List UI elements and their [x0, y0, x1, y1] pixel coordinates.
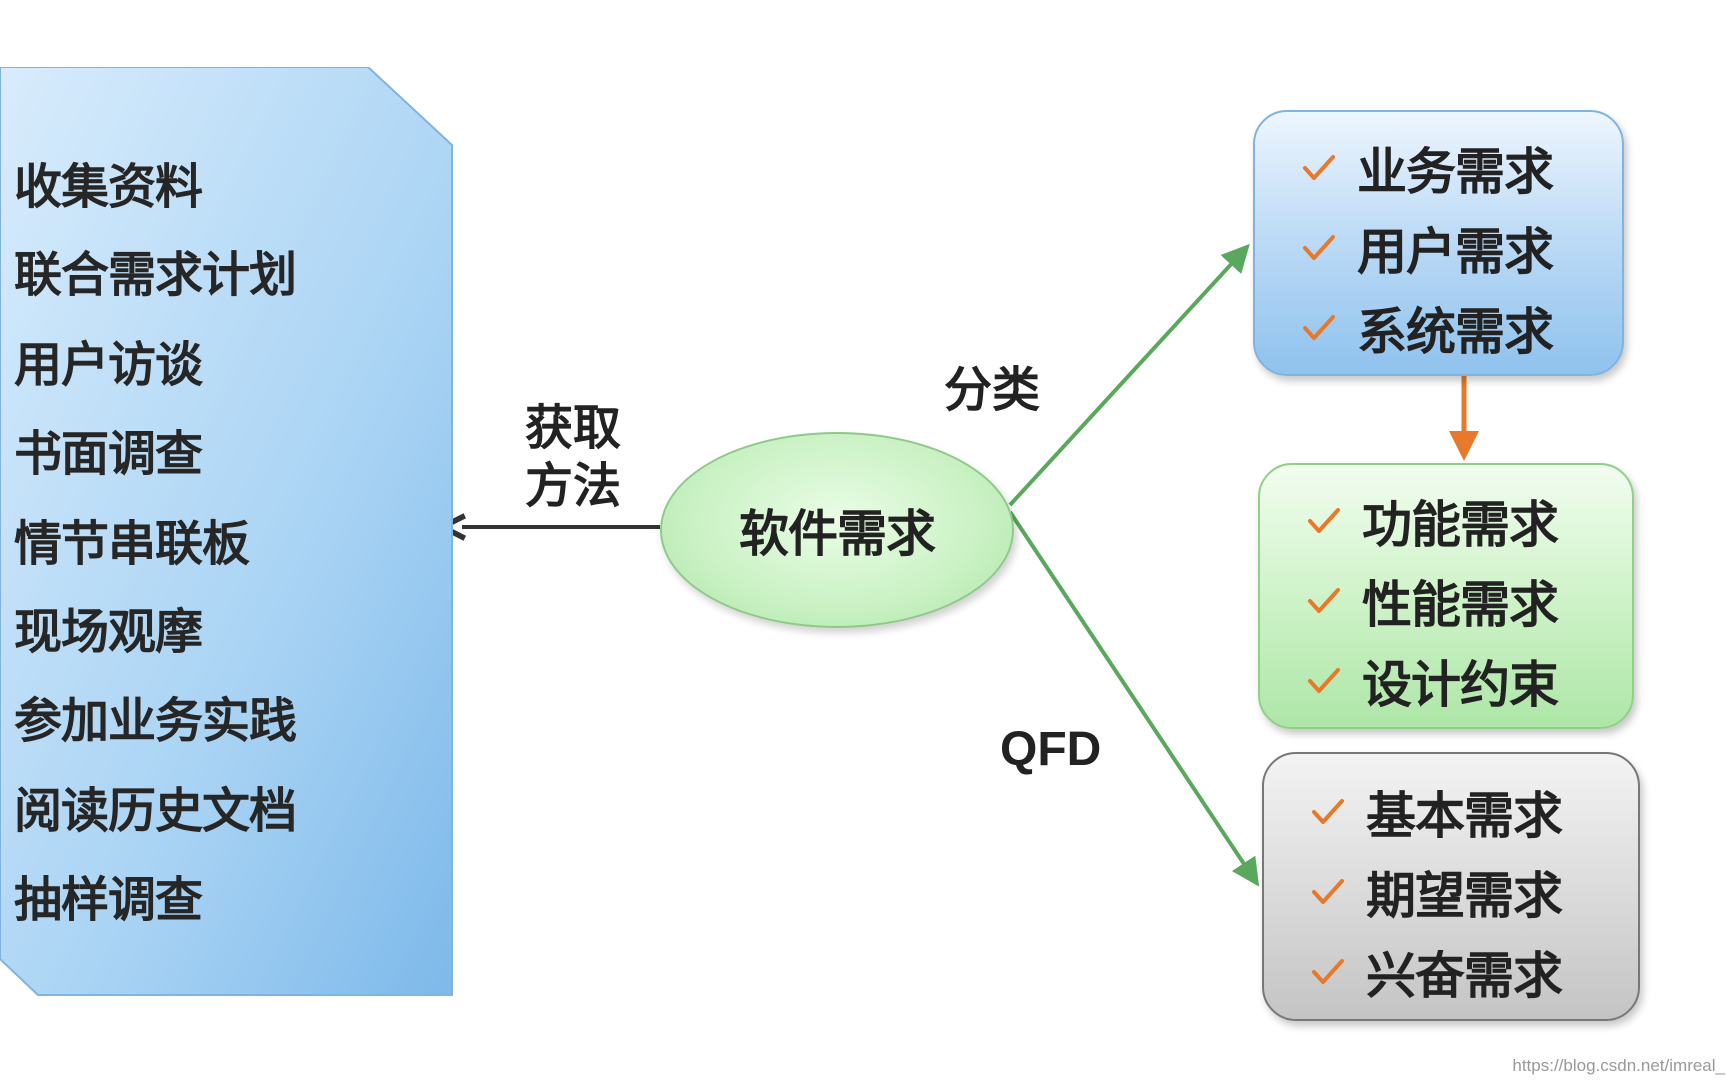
acquire-label-line1: 获取	[525, 400, 622, 456]
requirement-item: 性能需求	[1304, 565, 1559, 637]
check-icon	[1303, 315, 1335, 340]
requirement-label: 兴奋需求	[1366, 947, 1563, 1005]
check-icon	[1308, 588, 1340, 613]
requirement-label: 功能需求	[1362, 496, 1559, 554]
method-item: 情节串联板	[14, 516, 250, 572]
methods-panel-shape	[0, 67, 453, 996]
functional-box: 功能需求 性能需求 设计约束	[1258, 463, 1634, 729]
software-requirements-node: 软件需求	[660, 432, 1014, 628]
method-item: 参加业务实践	[14, 693, 297, 749]
center-label: 软件需求	[739, 505, 936, 563]
check-icon	[1312, 959, 1344, 984]
requirement-item: 设计约束	[1304, 645, 1559, 717]
requirement-label: 性能需求	[1362, 576, 1559, 634]
acquire-label-line2: 方法	[525, 458, 622, 514]
requirement-label: 业务需求	[1357, 143, 1554, 201]
requirement-item: 兴奋需求	[1308, 936, 1563, 1008]
classification-box: 业务需求 用户需求 系统需求	[1253, 110, 1624, 376]
requirement-item: 业务需求	[1299, 132, 1554, 204]
arrow-to-classification	[1008, 243, 1250, 507]
check-icon	[1303, 155, 1335, 180]
check-icon	[1308, 668, 1340, 693]
requirement-item: 基本需求	[1308, 776, 1563, 848]
method-item: 抽样调查	[14, 872, 203, 928]
arrow-to-qfd	[1008, 510, 1260, 887]
classify-label: 分类	[944, 362, 1041, 418]
check-icon	[1312, 879, 1344, 904]
watermark: https://blog.csdn.net/imreal_	[1512, 1056, 1725, 1075]
requirement-item: 系统需求	[1299, 292, 1554, 364]
requirement-label: 设计约束	[1362, 656, 1559, 714]
check-icon	[1312, 799, 1344, 824]
requirement-label: 用户需求	[1357, 223, 1554, 281]
qfd-box: 基本需求 期望需求 兴奋需求	[1262, 752, 1640, 1021]
requirement-label: 期望需求	[1366, 867, 1563, 925]
requirement-item: 功能需求	[1304, 485, 1559, 557]
requirement-item: 期望需求	[1308, 856, 1563, 928]
method-item: 书面调查	[14, 426, 203, 482]
check-icon	[1303, 235, 1335, 260]
requirement-label: 基本需求	[1366, 787, 1563, 845]
check-icon	[1308, 508, 1340, 533]
method-item: 联合需求计划	[14, 247, 297, 303]
method-item: 收集资料	[14, 159, 203, 215]
qfd-label: QFD	[1000, 723, 1102, 776]
method-item: 现场观摩	[14, 604, 203, 660]
requirement-item: 用户需求	[1299, 212, 1554, 284]
method-item: 用户访谈	[14, 337, 203, 393]
requirement-label: 系统需求	[1357, 303, 1554, 361]
methods-panel: 收集资料 联合需求计划 用户访谈 书面调查 情节串联板 现场观摩 参加业务实践 …	[0, 67, 455, 997]
method-item: 阅读历史文档	[14, 783, 297, 839]
